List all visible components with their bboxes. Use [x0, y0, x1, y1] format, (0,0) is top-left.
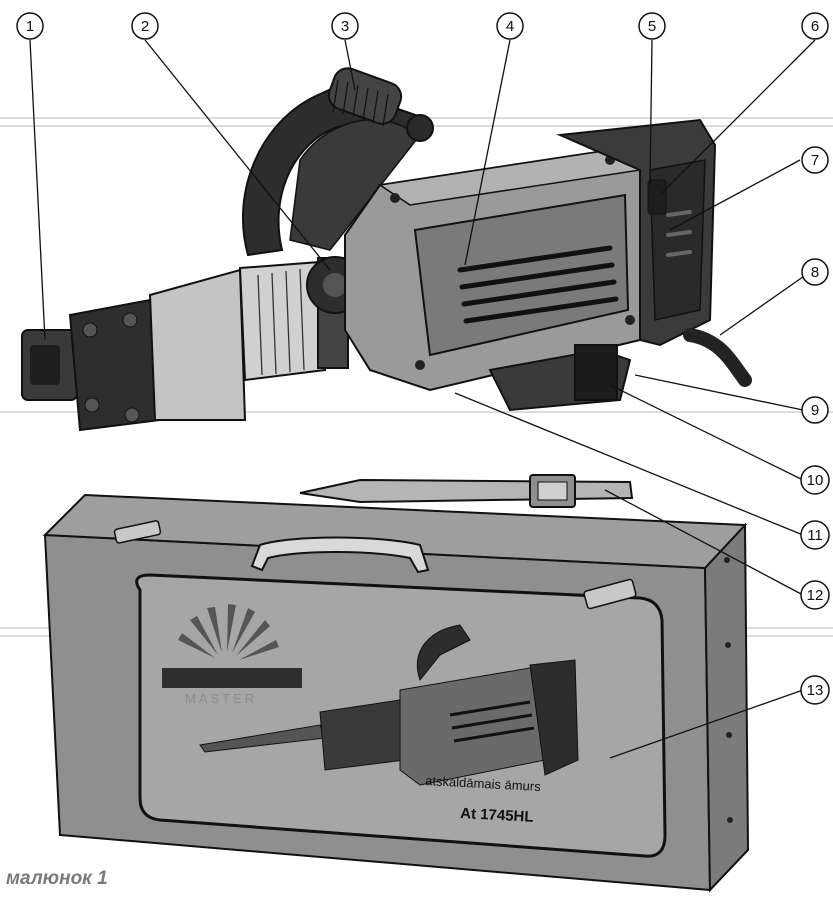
carry-case: MASTER atskaldāmais āmurs At 1745HL	[42, 493, 750, 893]
case-handle	[250, 536, 430, 574]
callout-4: 4	[496, 12, 524, 40]
svg-text:11: 11	[807, 527, 823, 544]
barrel	[148, 268, 247, 421]
callout-13: 13	[800, 675, 830, 705]
callout-12: 12	[800, 580, 830, 610]
brand-logo	[162, 604, 302, 688]
svg-text:5: 5	[648, 18, 656, 35]
callout-5: 5	[638, 12, 666, 40]
svg-text:13: 13	[807, 682, 824, 699]
svg-text:9: 9	[811, 402, 819, 419]
power-cable	[683, 328, 752, 387]
selector-switch	[574, 344, 618, 401]
case-latches	[113, 520, 637, 610]
vent-slots	[457, 245, 619, 324]
callout-1: 1	[16, 12, 44, 40]
svg-text:1: 1	[26, 18, 34, 35]
callout-3: 3	[331, 12, 359, 40]
leader-lines	[29, 39, 816, 759]
svg-text:4: 4	[506, 18, 514, 35]
callout-7: 7	[801, 146, 829, 174]
svg-text:3: 3	[341, 18, 349, 35]
svg-text:8: 8	[811, 264, 819, 281]
svg-text:12: 12	[807, 587, 824, 604]
callout-2: 2	[131, 12, 159, 40]
callout-10: 10	[800, 465, 830, 495]
svg-text:2: 2	[141, 18, 149, 35]
box-product-name: atskaldāmais āmurs	[425, 773, 542, 794]
box-brand-text: MASTER	[185, 691, 257, 706]
trigger	[647, 179, 667, 215]
box-model-number: At 1745HL	[460, 805, 534, 826]
figure-caption: малюнок 1	[6, 868, 108, 889]
box-tool-picture	[199, 624, 579, 786]
callouts: 1 2 3 4 5 6 7 8 9 10 11 12 13	[16, 12, 830, 705]
demolition-hammer	[21, 67, 752, 432]
chisel	[299, 474, 634, 508]
callout-6: 6	[801, 12, 829, 40]
callout-9: 9	[801, 396, 829, 424]
callout-8: 8	[801, 258, 829, 286]
svg-text:6: 6	[811, 18, 819, 35]
svg-text:7: 7	[811, 152, 819, 169]
svg-text:10: 10	[807, 472, 824, 489]
callout-11: 11	[800, 520, 830, 550]
